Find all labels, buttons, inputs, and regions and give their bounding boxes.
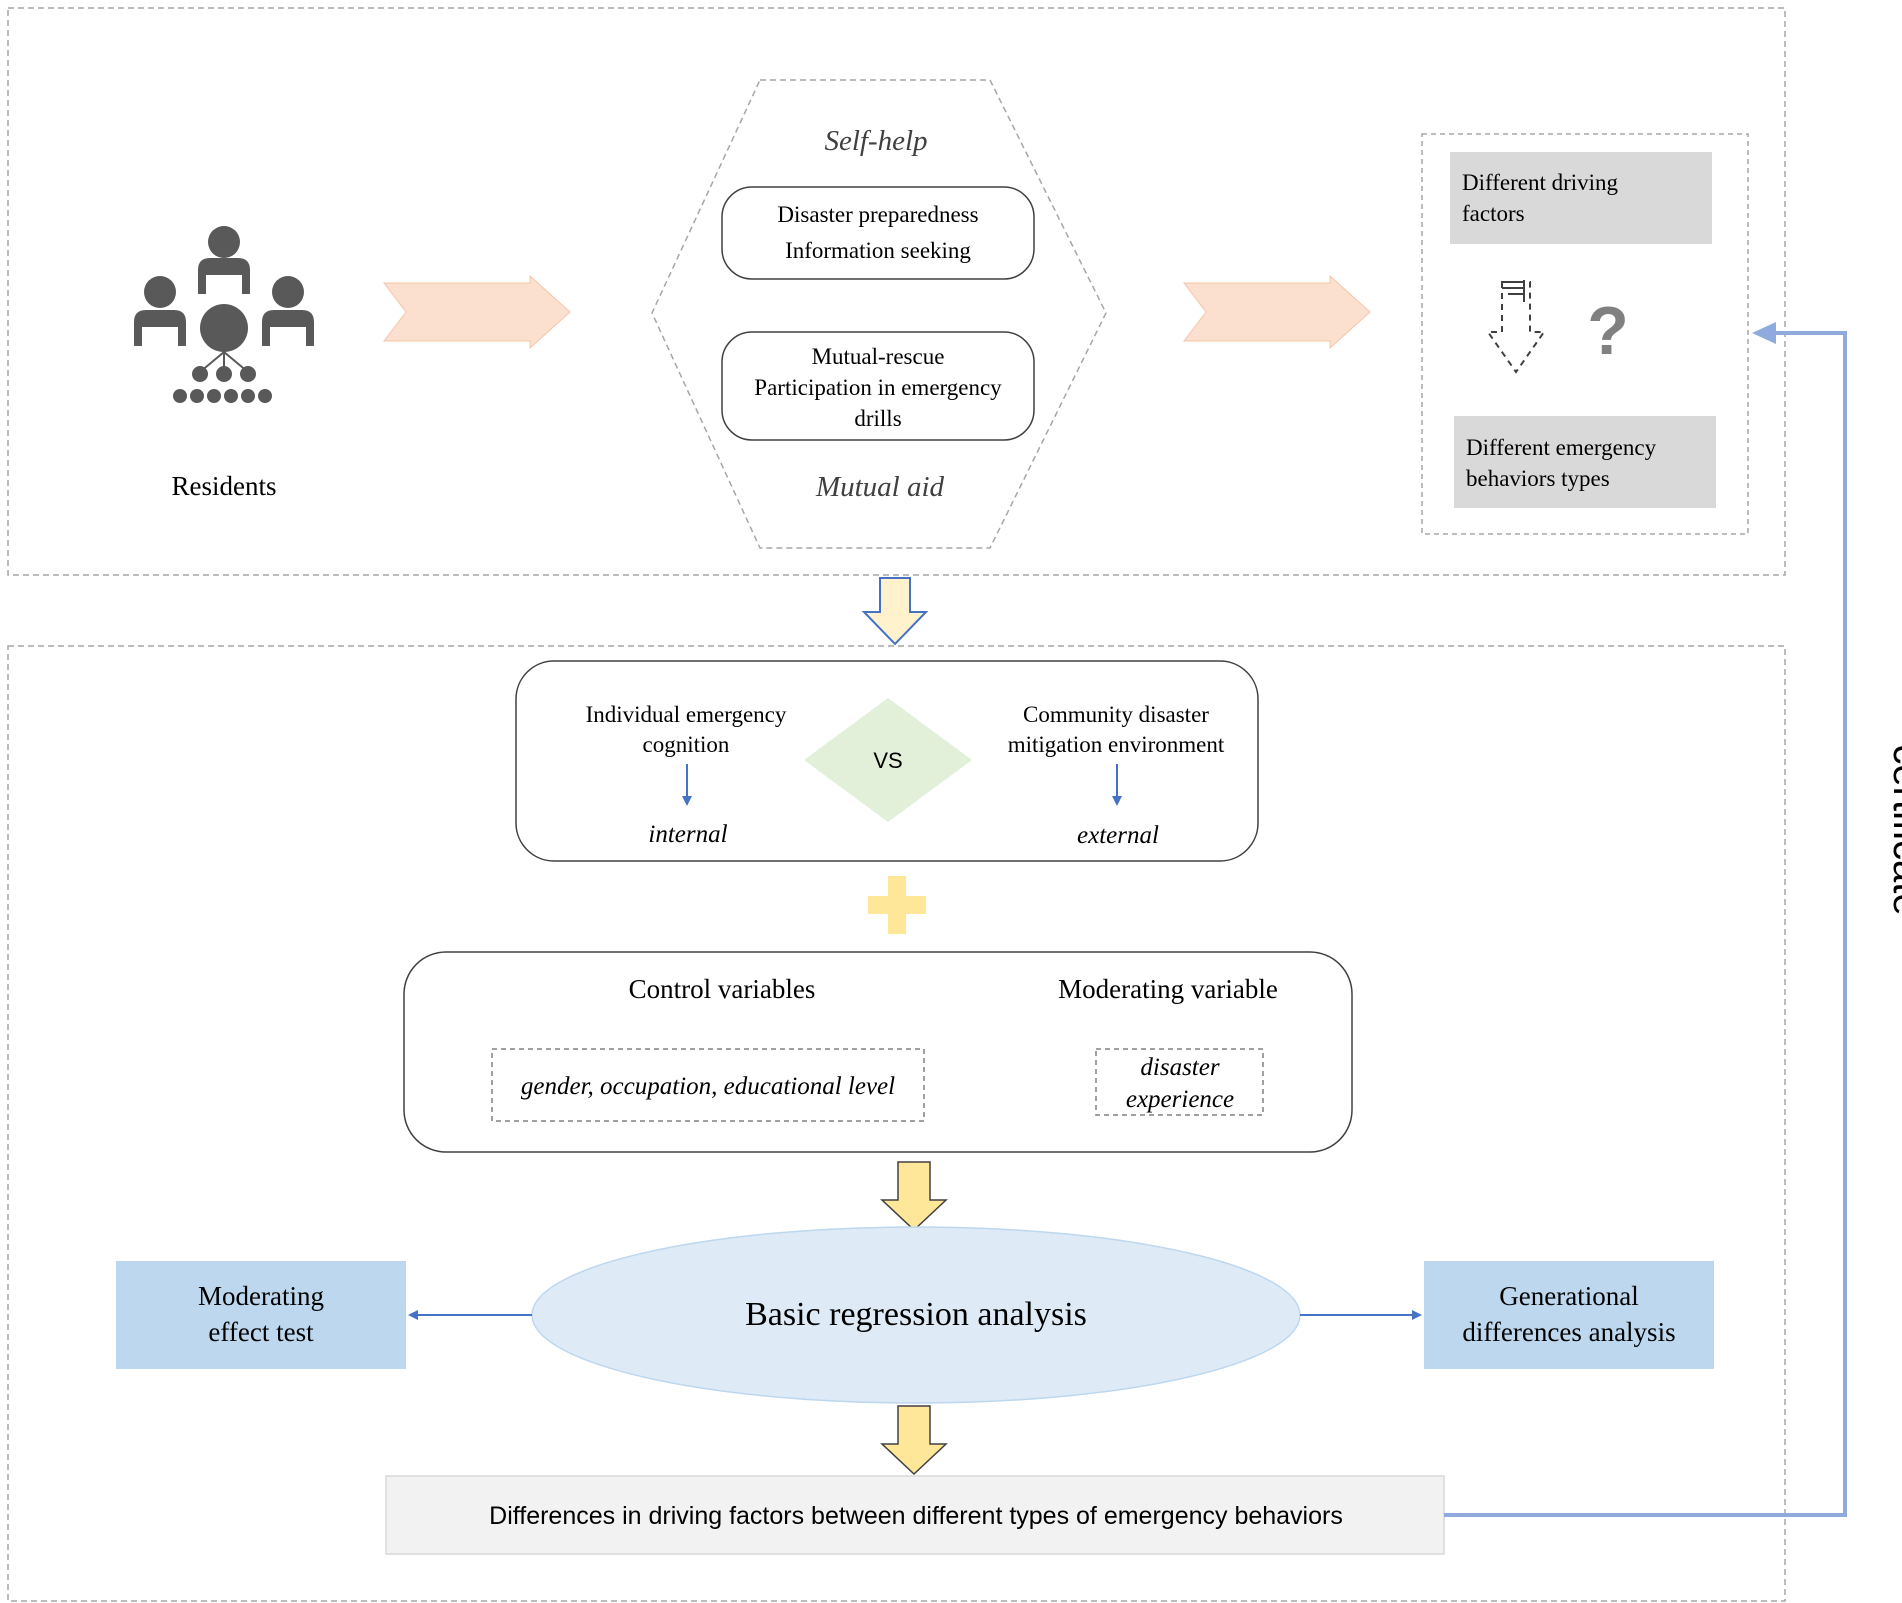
behavior-hexagon [651,79,1107,549]
moderating-effect-box [116,1261,406,1369]
stack-glyph-icon [1502,280,1525,302]
driving-factors-box [1450,152,1712,244]
control-variables-list-box [491,1048,925,1122]
plus-icon [868,876,926,934]
internal-label: internal [648,821,727,848]
vs-label: VS [873,748,902,773]
behaviors-types-line-2: behaviors types [1466,466,1610,491]
moderating-variable-line-2: experience [1126,1086,1234,1113]
dashed-down-arrow-icon [1486,281,1546,374]
external-label: external [1077,822,1159,849]
self-help-label: Self-help [824,125,927,157]
self-help-box [721,186,1035,280]
mutual-aid-label: Mutual aid [815,471,945,503]
generational-line-1: Generational [1499,1281,1638,1311]
behaviors-types-box [1454,416,1716,508]
internal-factor-line-2: cognition [643,732,730,757]
moderating-variable-line-1: disaster [1140,1054,1219,1081]
self-help-line-1: Disaster preparedness [777,202,978,227]
top-section-frame [7,7,1786,576]
generational-line-2: differences analysis [1462,1317,1675,1347]
driving-factors-line-1: Different driving [1462,170,1619,195]
variables-box [403,951,1353,1153]
residents-icon [134,226,314,403]
certificate-connector [1444,331,1847,1517]
outcome-frame [1421,133,1749,535]
self-help-line-2: Information seeking [785,238,971,263]
yellow-down-arrow-1 [880,1161,948,1232]
mutual-aid-line-3: drills [854,406,901,431]
generational-box [1424,1261,1714,1369]
result-label: Differences in driving factors between d… [489,1502,1343,1530]
moderating-effect-line-1: Moderating [198,1281,324,1311]
behaviors-types-line-1: Different emergency [1466,435,1657,460]
chevron-arrow-2 [1182,274,1371,350]
moderating-variable-title: Moderating variable [1058,974,1278,1004]
certificate-label: certificate [1885,744,1902,915]
yellow-down-arrow-2 [880,1405,948,1476]
control-variables-list: gender, occupation, educational level [521,1073,895,1100]
chevron-arrow-1 [382,274,571,350]
control-variables-title: Control variables [629,974,816,1004]
mutual-aid-line-1: Mutual-rescue [812,344,945,369]
mutual-aid-box [721,331,1035,441]
external-factor-line-2: mitigation environment [1008,732,1225,757]
moderating-effect-line-2: effect test [208,1317,314,1347]
regression-label: Basic regression analysis [745,1296,1087,1333]
section-down-arrow [861,577,929,646]
mutual-aid-line-2: Participation in emergency [754,375,1002,400]
internal-factor-line-1: Individual emergency [586,702,787,727]
vs-diamond [804,698,972,822]
residents-label: Residents [172,471,277,501]
moderating-variable-item-box [1095,1048,1264,1116]
bottom-section-frame [7,645,1786,1602]
driving-factors-line-2: factors [1462,201,1525,226]
question-mark-icon: ? [1587,293,1629,369]
result-box [385,1475,1445,1555]
external-factor-line-1: Community disaster [1023,702,1209,727]
certificate-arrowhead [1752,322,1776,344]
